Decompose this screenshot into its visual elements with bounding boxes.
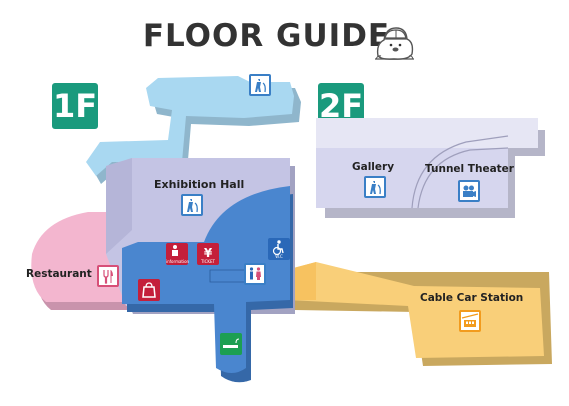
ticket-icon[interactable]: ¥ TICKET: [197, 243, 219, 265]
exhibition-hall-label: Exhibition Hall: [154, 178, 245, 191]
ticket-label: TICKET: [200, 259, 215, 264]
restroom-icon[interactable]: [244, 263, 266, 285]
cable-car-area: [286, 262, 552, 366]
restaurant-icon[interactable]: [97, 265, 119, 287]
page-title: FLOOR GUIDE: [142, 18, 391, 54]
guide-statue-icon[interactable]: [364, 176, 386, 198]
wc-label: W.C: [275, 254, 283, 259]
floor-badge-1f: 1F: [52, 83, 98, 129]
svg-text:¥: ¥: [204, 246, 213, 260]
gallery-label: Gallery: [352, 161, 395, 173]
wheelchair-accessible-wc-icon[interactable]: W.C: [268, 238, 290, 260]
cable-car-icon[interactable]: [459, 310, 481, 332]
guide-statue-icon[interactable]: [249, 74, 271, 96]
information-icon[interactable]: information: [166, 243, 190, 265]
mascot-icon: [375, 27, 414, 60]
information-label: information: [166, 259, 190, 264]
cable-car-station-label: Cable Car Station: [420, 292, 524, 304]
smoking-area-icon[interactable]: [220, 333, 242, 355]
restaurant-label: Restaurant: [26, 268, 92, 280]
tunnel-theater-label: Tunnel Theater: [425, 163, 514, 175]
theater-icon[interactable]: [458, 180, 480, 202]
guide-statue-icon[interactable]: [181, 194, 203, 216]
shop-icon[interactable]: [138, 279, 160, 301]
